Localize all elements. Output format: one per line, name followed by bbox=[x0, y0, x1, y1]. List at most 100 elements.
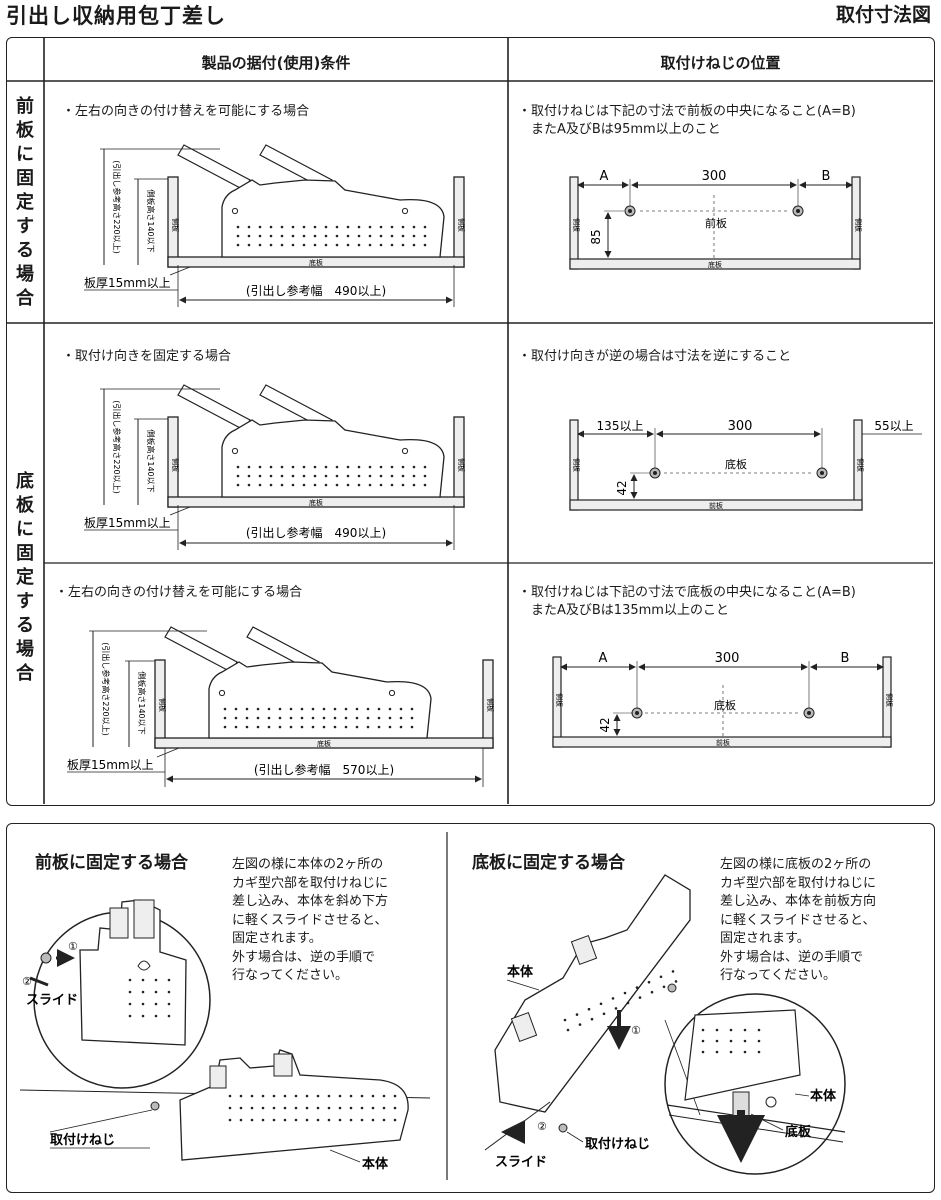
bottom-board-label: 底板 bbox=[708, 260, 722, 269]
perforation-dot bbox=[371, 1106, 375, 1110]
perforation-dot bbox=[294, 1094, 298, 1098]
screw-label-r: 取付けねじ bbox=[585, 1136, 650, 1152]
drawer-diagram-2: 側板 側板 底板 (引出し参考高さ220以上) 側板高さ140以下 板厚15mm… bbox=[84, 384, 466, 550]
dim-a: A bbox=[600, 169, 609, 184]
perforation-dot bbox=[335, 483, 339, 487]
perforation-dot bbox=[368, 243, 372, 247]
bottom-board-label: 底板 bbox=[317, 739, 331, 748]
perforation-dot bbox=[267, 716, 271, 720]
perforation-dot bbox=[256, 716, 260, 720]
perforation-dot bbox=[302, 465, 306, 469]
row1-right-note: ・取付けねじは下記の寸法で前板の中央になること(A=B) またA及びBは95mm… bbox=[518, 104, 856, 137]
perforation-dot bbox=[638, 996, 642, 999]
perforation-dot bbox=[379, 465, 383, 469]
perforation-dot bbox=[379, 474, 383, 478]
perforation-dot bbox=[349, 1106, 353, 1110]
perforation-dot bbox=[377, 707, 381, 711]
front-mount-title: 前板に固定する場合 bbox=[35, 853, 188, 873]
dim-b: B bbox=[822, 169, 831, 184]
perforation-dot bbox=[223, 716, 227, 720]
perforation-dot bbox=[291, 483, 295, 487]
side-board-label: 側板 bbox=[856, 458, 865, 472]
row-label-char: す bbox=[16, 216, 34, 237]
bottom-board-label: 底板 bbox=[309, 258, 323, 267]
perforation-dot bbox=[322, 707, 326, 711]
perforation-dot bbox=[247, 474, 251, 478]
perforation-dot bbox=[154, 990, 158, 994]
perforation-dot bbox=[316, 1094, 320, 1098]
perforation-dot bbox=[368, 225, 372, 229]
dim-b: B bbox=[841, 651, 850, 666]
perforation-dot bbox=[280, 465, 284, 469]
perforation-dot bbox=[393, 1118, 397, 1122]
perforation-dot bbox=[311, 716, 315, 720]
perforation-dot bbox=[269, 474, 273, 478]
row-label-char: 底 bbox=[16, 471, 34, 492]
perforation-dot bbox=[602, 1012, 606, 1016]
perforation-dot bbox=[388, 707, 392, 711]
perforation-dot bbox=[261, 1094, 265, 1098]
dim-a: A bbox=[599, 651, 608, 666]
bottom-board-label: 底板 bbox=[309, 498, 323, 507]
perforation-dot bbox=[715, 1050, 719, 1054]
perforation-dot bbox=[357, 474, 361, 478]
perforation-dot bbox=[743, 1028, 747, 1032]
perforation-dot bbox=[412, 474, 416, 478]
perforation-dot bbox=[269, 234, 273, 238]
perforation-dot bbox=[357, 234, 361, 238]
perforation-dot bbox=[313, 225, 317, 229]
perforation-dot bbox=[599, 1002, 603, 1006]
body-label-r: 本体 bbox=[507, 964, 534, 980]
perforation-dot bbox=[701, 1039, 705, 1043]
perforation-dot bbox=[662, 985, 666, 989]
perforation-dot bbox=[382, 1118, 386, 1122]
perforation-dot bbox=[349, 1094, 353, 1098]
perforation-dot bbox=[743, 1039, 747, 1043]
dim-85: 85 bbox=[589, 229, 603, 244]
front-mount-text: 左図の様に本体の2ヶ所の カギ型穴部を取付けねじに 差し込み、本体を斜め下方 に… bbox=[232, 857, 389, 983]
perforation-dot bbox=[575, 1013, 579, 1016]
perforation-dot bbox=[272, 1106, 276, 1110]
perforation-dot bbox=[141, 990, 145, 994]
perforation-dot bbox=[247, 465, 251, 469]
perforation-dot bbox=[357, 483, 361, 487]
perforation-dot bbox=[335, 474, 339, 478]
instructions-divider bbox=[446, 832, 448, 1180]
perforation-dot bbox=[346, 483, 350, 487]
side-board-label: 側板 bbox=[572, 458, 581, 472]
perforation-dot bbox=[258, 234, 262, 238]
perforation-dot bbox=[167, 1014, 171, 1018]
perforation-dot bbox=[280, 234, 284, 238]
perforation-dot bbox=[355, 725, 359, 729]
perforation-dot bbox=[671, 970, 675, 973]
perforation-dot bbox=[368, 465, 372, 469]
perforation-dot bbox=[245, 725, 249, 729]
perforation-dot bbox=[269, 225, 273, 229]
perforation-dot bbox=[659, 975, 663, 979]
perforation-dot bbox=[302, 243, 306, 247]
perforation-dot bbox=[393, 1106, 397, 1110]
perforation-dot bbox=[272, 1118, 276, 1122]
perforation-dot bbox=[401, 474, 405, 478]
perforation-dot bbox=[390, 474, 394, 478]
perforation-dot bbox=[647, 980, 651, 984]
perforation-dot bbox=[360, 1118, 364, 1122]
perforation-dot bbox=[300, 716, 304, 720]
slide-label-r: スライド bbox=[495, 1155, 547, 1170]
perforation-dot bbox=[701, 1050, 705, 1054]
perforation-dot bbox=[346, 465, 350, 469]
perforation-dot bbox=[590, 1017, 594, 1021]
side-board-label: 側板 bbox=[457, 218, 466, 232]
dim-300: 300 bbox=[702, 169, 727, 184]
perforation-dot bbox=[401, 225, 405, 229]
table-grid bbox=[7, 38, 933, 804]
perforation-dot bbox=[294, 1118, 298, 1122]
perforation-dot bbox=[366, 716, 370, 720]
perforation-dot bbox=[324, 474, 328, 478]
row-label-char: る bbox=[16, 615, 34, 636]
side-board-label: 側板 bbox=[885, 693, 894, 707]
side-height-label: 側板高さ140以下 bbox=[146, 429, 156, 492]
perforation-dot bbox=[247, 243, 251, 247]
width-label: (引出し参考幅 570以上) bbox=[254, 762, 394, 777]
side-board-label: 側板 bbox=[572, 218, 581, 232]
